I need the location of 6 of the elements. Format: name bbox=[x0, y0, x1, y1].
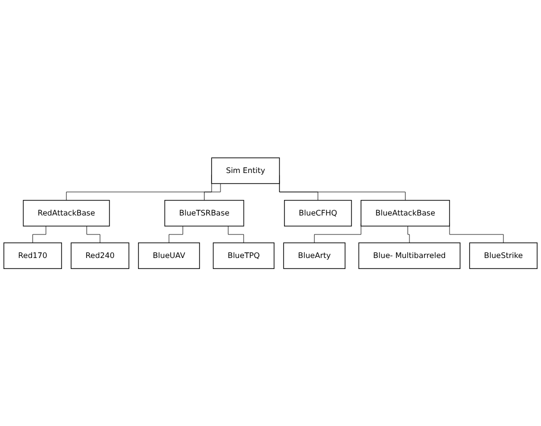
connector bbox=[86, 226, 100, 243]
connector bbox=[204, 183, 221, 200]
connector bbox=[408, 226, 410, 243]
connector bbox=[168, 226, 184, 243]
connector bbox=[228, 226, 244, 243]
connector bbox=[32, 226, 46, 243]
